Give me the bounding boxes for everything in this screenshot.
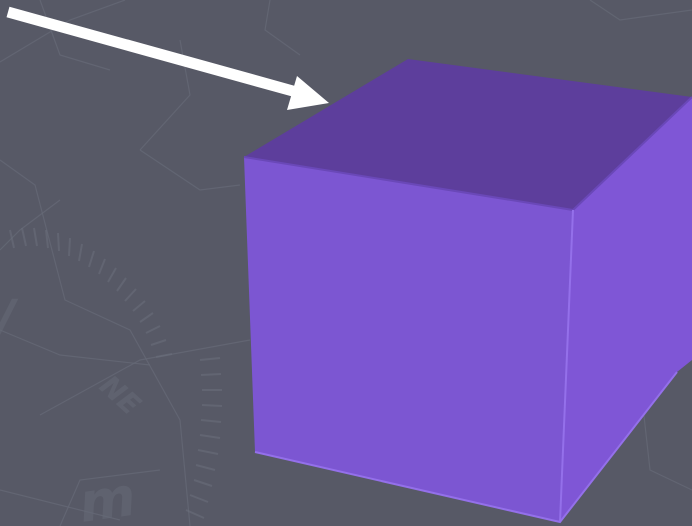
- cube-right-face: [560, 97, 692, 522]
- compass-ticks: [9, 227, 223, 519]
- arrow-shaft: [6, 6, 302, 99]
- cube-bottom-edge: [254, 371, 678, 524]
- white-arrow: [6, 6, 329, 110]
- purple-cube: [243, 59, 692, 524]
- cube-front-face: [244, 157, 573, 522]
- map-label-m: m: [75, 465, 140, 526]
- map-label-partial: /: [0, 289, 19, 354]
- cube-top-face: [244, 59, 692, 210]
- map-label-ne: NE: [93, 369, 147, 422]
- arrow-head-icon: [287, 76, 329, 110]
- cube-vertical-edge: [559, 209, 574, 523]
